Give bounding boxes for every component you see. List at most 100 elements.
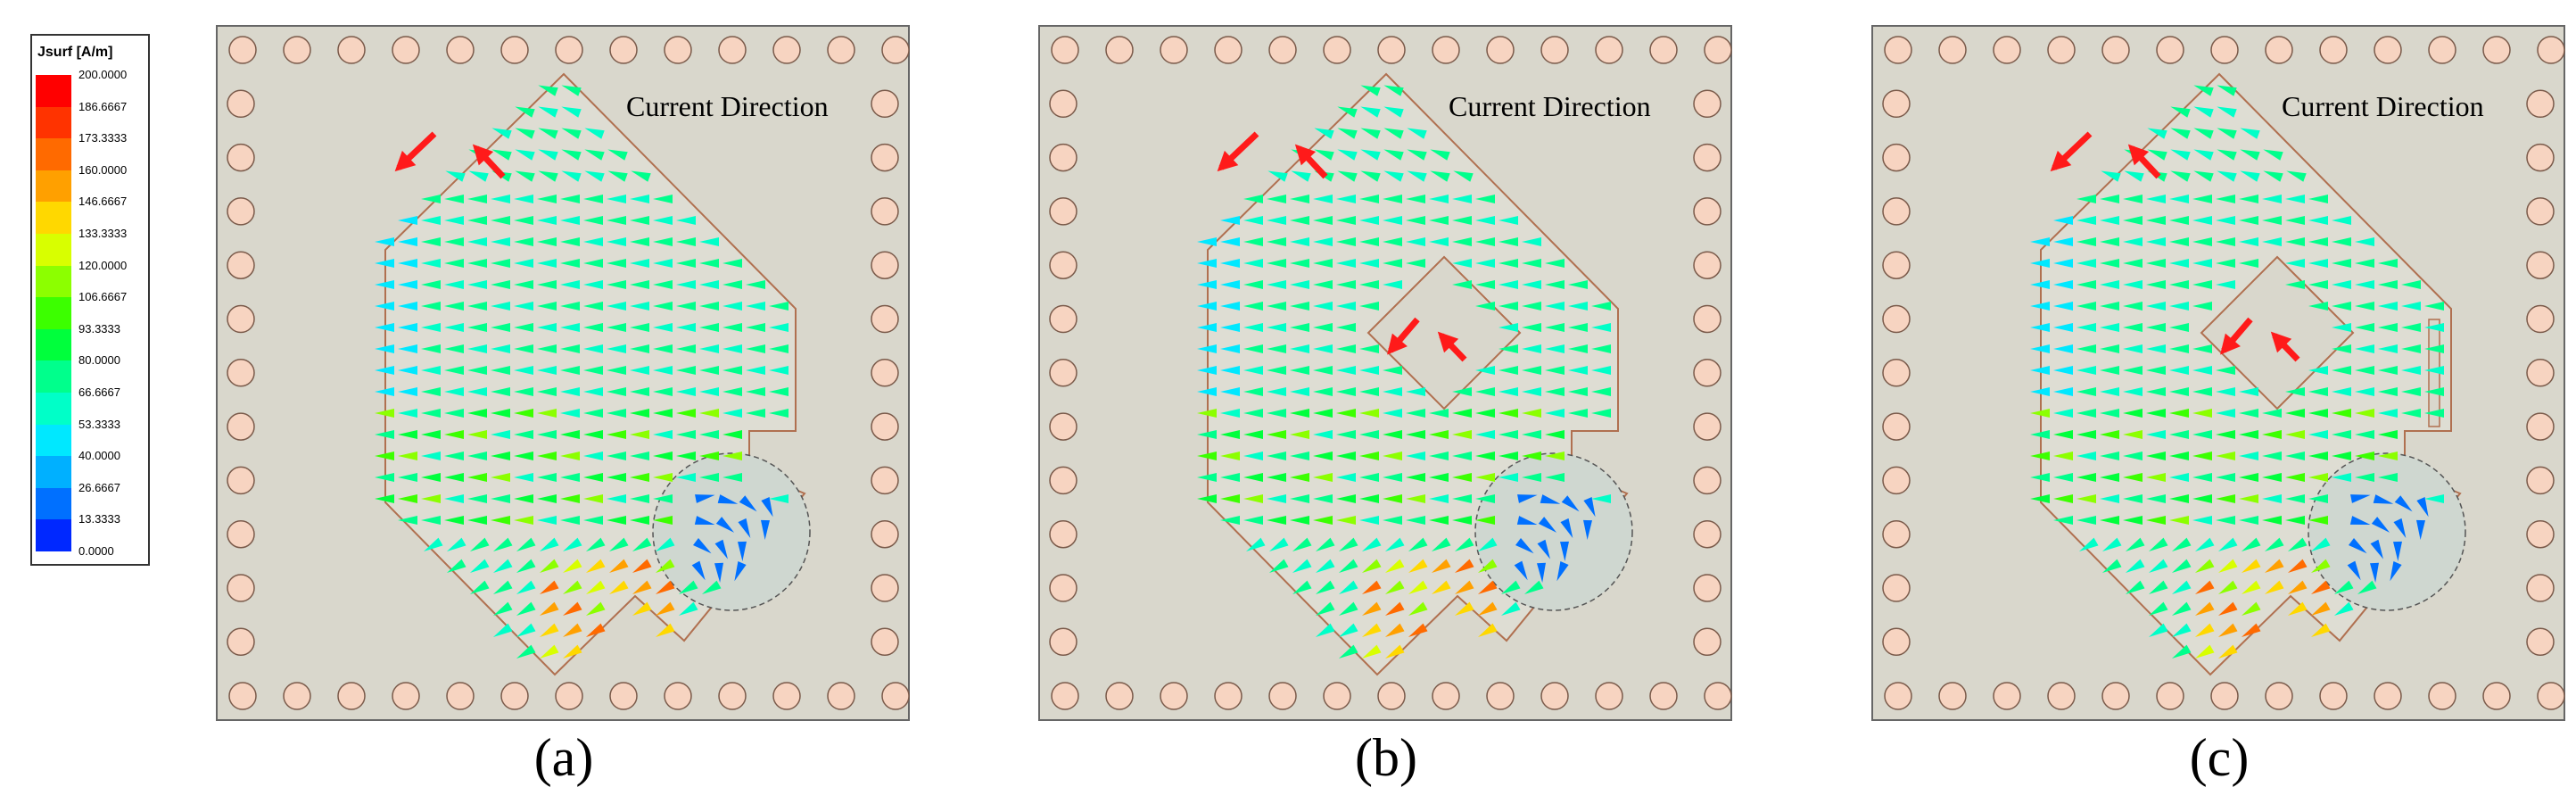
via-icon (1268, 682, 1297, 710)
current-vector-arrow (1522, 302, 1541, 311)
current-vector-arrow (467, 387, 487, 396)
via-icon (227, 359, 255, 387)
current-vector-arrow (1290, 302, 1309, 311)
current-vector-arrow (2310, 580, 2331, 594)
current-vector-arrow (1431, 559, 1451, 573)
current-vector-arrow (1545, 280, 1565, 289)
current-vector-arrow (722, 387, 742, 396)
via-icon (2526, 359, 2555, 387)
current-vector-arrow (2263, 149, 2283, 161)
current-vector-arrow (1452, 237, 1472, 246)
current-vector-arrow (2076, 494, 2096, 503)
current-vector-arrow (583, 473, 603, 482)
current-vector-arrow (653, 366, 673, 375)
current-vector-arrow (537, 280, 557, 289)
current-vector-arrow (2170, 106, 2191, 118)
current-vector-arrow (2194, 559, 2215, 573)
current-vector-arrow (1454, 580, 1474, 594)
current-vector-arrow (1338, 537, 1358, 551)
current-vector-arrow (2241, 559, 2261, 573)
current-vector-arrow (1292, 580, 1312, 594)
current-vector-arrow (2239, 387, 2258, 396)
current-vector-arrow (2169, 409, 2189, 418)
current-vector-arrow (2308, 387, 2328, 396)
current-vector-arrow (583, 237, 603, 246)
current-vector-arrow (630, 473, 649, 482)
current-vector-arrow (607, 170, 628, 182)
current-vector-arrow (630, 344, 649, 353)
current-vector-arrow (1361, 537, 1382, 551)
current-vector-arrow (537, 516, 557, 525)
current-vector-arrow (2333, 601, 2354, 616)
current-distribution-figure: Current Direction (1038, 25, 1732, 721)
current-vector-arrow (2332, 452, 2351, 460)
current-vector-arrow (1359, 387, 1379, 396)
via-icon (1432, 682, 1460, 710)
current-vector-arrow (2192, 387, 2212, 396)
current-vector-arrow (2355, 302, 2374, 311)
current-vector-arrow (1475, 452, 1495, 460)
current-vector-arrow (444, 237, 464, 246)
current-vector-arrow (2146, 195, 2166, 203)
current-distribution-figure: Current Direction (216, 25, 910, 721)
via-icon (2526, 304, 2555, 334)
current-vector-arrow (608, 537, 629, 551)
current-vector-arrow (1197, 452, 1217, 460)
current-vector-arrow (2348, 538, 2367, 554)
current-vector-arrow (1499, 473, 1518, 482)
current-vector-arrow (1452, 280, 1472, 289)
current-vector-arrow (2192, 344, 2212, 353)
current-vector-arrow (1429, 237, 1449, 246)
current-vector-arrow (2262, 409, 2282, 418)
current-vector-arrow (2285, 430, 2305, 439)
current-vector-arrow (1359, 216, 1379, 225)
current-vector-arrow (1384, 644, 1405, 659)
legend-swatch (36, 297, 71, 329)
current-vector-arrow (1220, 387, 1240, 396)
current-vector-arrow (398, 516, 417, 525)
current-vector-arrow (1290, 216, 1309, 225)
current-vector-arrow (1220, 409, 1240, 418)
caption-b: (b) (1355, 728, 1417, 787)
current-direction-arrows (2050, 131, 2300, 362)
current-vector-arrow (1384, 623, 1405, 637)
via-icon (1049, 574, 1077, 602)
current-vector-arrow (2217, 580, 2238, 594)
current-vector-arrow (1383, 85, 1404, 96)
current-vector-arrow (537, 452, 557, 460)
current-vector-arrow (467, 344, 487, 353)
via-icon (1049, 466, 1077, 495)
current-vector-arrow (514, 387, 533, 396)
current-vector-field (1197, 85, 1611, 659)
current-vector-arrow (1383, 195, 1402, 203)
via-icon (1882, 574, 1911, 602)
current-vector-arrow (1313, 366, 1333, 375)
current-vector-arrow (1313, 430, 1333, 439)
current-vector-arrow (1384, 601, 1405, 616)
current-vector-arrow (2241, 580, 2261, 594)
current-vector-arrow (653, 344, 673, 353)
legend-tick-label: 66.6667 (78, 385, 120, 399)
via-icon (1882, 519, 1911, 549)
current-vector-arrow (2053, 387, 2073, 396)
current-vector-arrow (1291, 170, 1311, 182)
current-vector-arrow (1313, 452, 1333, 460)
current-vector-arrow (2217, 85, 2237, 96)
current-vector-arrow (2030, 494, 2050, 503)
current-vector-arrow (491, 344, 510, 353)
current-vector-arrow (607, 516, 626, 525)
current-vector-arrow (1406, 409, 1425, 418)
current-vector-arrow (491, 366, 510, 375)
via-icon (227, 466, 255, 495)
via-icon (1214, 682, 1243, 710)
current-vector-arrow (2169, 323, 2189, 332)
current-vector-arrow (1359, 430, 1379, 439)
current-vector-arrow (1561, 495, 1580, 512)
current-vector-arrow (1406, 195, 1425, 203)
current-vector-arrow (421, 216, 441, 225)
circular-stub (2308, 452, 2466, 611)
current-vector-arrow (699, 323, 719, 332)
current-vector-arrow (2192, 216, 2212, 225)
current-vector-arrow (2171, 623, 2192, 637)
